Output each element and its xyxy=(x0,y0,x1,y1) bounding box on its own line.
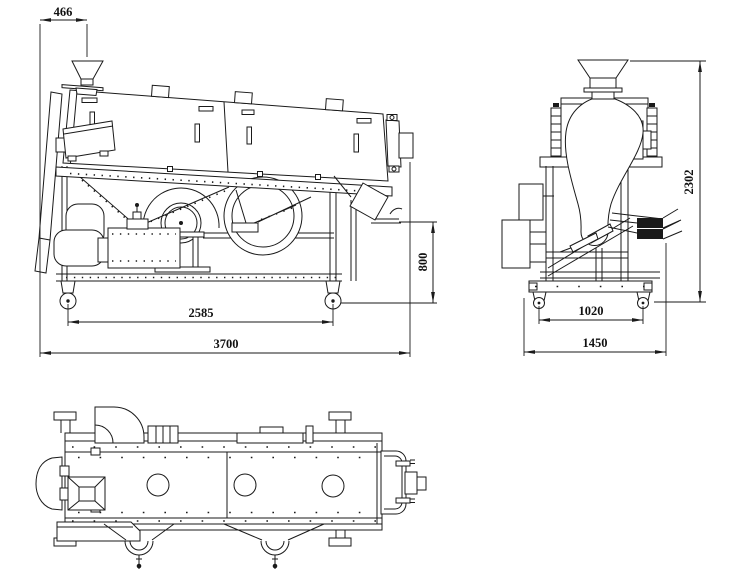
u-bracket-1 xyxy=(125,541,153,555)
left-attachment-lower xyxy=(502,220,530,268)
side-view: 466 800 2585 3700 xyxy=(35,5,437,357)
bottom-fitting-b xyxy=(570,233,598,252)
caster-fork-left xyxy=(61,281,75,293)
u-bracket-2 xyxy=(261,541,289,555)
end-funnel xyxy=(578,60,628,99)
plan-rails xyxy=(65,441,382,524)
dim-466: 466 xyxy=(40,5,87,357)
aspiration-duct xyxy=(95,407,144,443)
left-attachment-ties xyxy=(530,196,554,262)
fan-hub xyxy=(179,221,183,225)
motor-box-seam xyxy=(64,126,113,134)
outlet-channel-lower xyxy=(608,227,637,233)
lower-scroll-panel xyxy=(54,230,104,266)
outlet-mouth-lower xyxy=(637,229,663,239)
motor-feet xyxy=(68,151,108,161)
chute-handle-curl xyxy=(390,208,402,214)
left-v-outlet-flange xyxy=(127,219,148,229)
end-view: 2302 1020 1450 xyxy=(502,60,706,356)
dim-1020: 1020 xyxy=(539,304,643,324)
feed-box-inner xyxy=(68,477,105,510)
dim-800: 800 xyxy=(341,222,437,303)
dim-label-2585: 2585 xyxy=(189,306,214,320)
right-v-hopper xyxy=(236,190,311,223)
right-v-outlet-flange xyxy=(232,223,258,232)
body-lifting-lugs xyxy=(152,85,344,111)
bearing-bolt-top-head xyxy=(390,116,394,120)
caster-fork-right xyxy=(326,281,340,293)
dim-label-466: 466 xyxy=(54,5,73,19)
dim-3700: 3700 xyxy=(40,162,410,357)
left-attachment-upper xyxy=(519,184,543,220)
chute-support-brace xyxy=(334,176,351,197)
left-v-valve xyxy=(133,212,141,219)
drive-shaft-block xyxy=(399,133,413,158)
dim-label-3700: 3700 xyxy=(214,337,239,351)
end-clamp-inner xyxy=(384,456,402,509)
bearing-bolt-bottom xyxy=(389,166,399,172)
cyclone-body xyxy=(565,96,643,245)
top-view xyxy=(36,407,426,569)
plan-bolt-pin-threads xyxy=(410,460,415,503)
caster-hub-left xyxy=(66,299,70,303)
corner-stub-caps xyxy=(54,412,351,546)
end-caster-hub-left xyxy=(537,301,541,305)
end-caster-hub-right xyxy=(641,301,645,305)
feed-funnel-neck xyxy=(76,88,97,96)
fan-inlet-inner xyxy=(165,207,197,239)
bearing-bolt-top xyxy=(387,115,397,121)
spring-tower-left-rungs xyxy=(551,116,561,148)
motor-box xyxy=(63,121,115,158)
top-flange-strip-cells xyxy=(156,426,170,443)
inspection-port-3 xyxy=(322,475,344,497)
u-bracket-2-head xyxy=(272,563,278,569)
aspiration-duct-inner xyxy=(95,425,113,443)
chute-outlet-lip xyxy=(371,219,401,223)
platform-end-trims xyxy=(529,283,652,290)
outlet-ticks-lower xyxy=(663,221,682,239)
fan-end-cap xyxy=(36,457,62,510)
discharge-chute xyxy=(350,183,388,220)
plan-shaft-blocks xyxy=(405,472,426,494)
base-platform xyxy=(529,281,652,292)
inclined-side-panel xyxy=(35,92,62,273)
body-edge-tabs xyxy=(168,167,321,180)
dim-label-800: 800 xyxy=(416,253,430,272)
outlet-ticks-upper xyxy=(663,209,681,228)
dim-label-1450: 1450 xyxy=(583,336,608,350)
inspection-port-2 xyxy=(234,474,256,496)
drawer-side-plate xyxy=(98,238,108,262)
hopper-plan-diagonals xyxy=(104,524,324,540)
drawer-bolt-rows xyxy=(112,234,176,261)
top-cover-plate xyxy=(237,426,313,443)
feed-funnel xyxy=(72,61,103,85)
inspection-port-1 xyxy=(147,474,169,496)
dim-1450: 1450 xyxy=(524,243,666,356)
dim-label-2302: 2302 xyxy=(682,170,696,195)
dim-label-1020: 1020 xyxy=(579,304,604,318)
left-v-valve-knob xyxy=(135,203,139,207)
caster-hub-right xyxy=(331,299,335,303)
bottom-left-bracket xyxy=(57,522,140,541)
u-bracket-1-head xyxy=(136,563,142,569)
spring-tower-right-rungs xyxy=(647,116,657,148)
outlet-mouth-upper xyxy=(637,218,663,228)
dim-2585: 2585 xyxy=(68,304,333,326)
bearing-bolt-bottom-head xyxy=(392,167,396,171)
dim-2302: 2302 xyxy=(630,61,706,302)
